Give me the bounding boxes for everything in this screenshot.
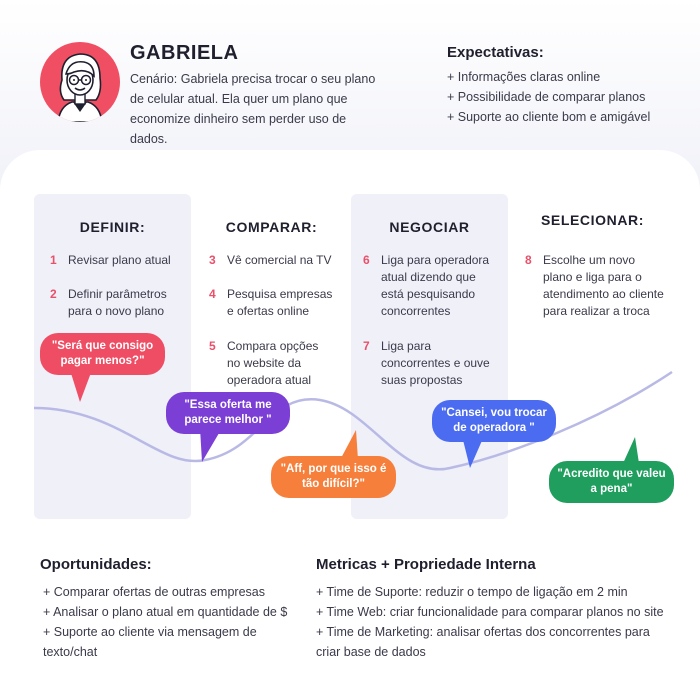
step-number: 7 xyxy=(363,339,370,353)
opportunity-item: + Analisar o plano atual em quantidade d… xyxy=(43,605,288,619)
opportunities-title: Oportunidades: xyxy=(40,556,152,573)
step-text: Compara opções no website da operadora a… xyxy=(227,339,319,387)
opportunity-item: + Comparar ofertas de outras empresas xyxy=(43,585,265,599)
step-text: Vê comercial na TV xyxy=(227,253,332,267)
stage-title-selecionar: SELECIONAR: xyxy=(540,212,645,228)
step-number: 3 xyxy=(209,253,216,267)
step-text: Escolhe um novo plano e liga para o aten… xyxy=(543,253,664,318)
expectation-item: + Possibilidade de comparar planos xyxy=(447,90,646,104)
persona-name: GABRIELA xyxy=(130,42,239,64)
step-number: 4 xyxy=(209,287,216,301)
stage-title-comparar: COMPARAR: xyxy=(225,219,318,235)
metric-item: + Time de Suporte: reduzir o tempo de li… xyxy=(316,585,628,599)
step-text: Liga para operadora atual dizendo que es… xyxy=(381,253,490,318)
step-text: Pesquisa empresas e ofertas online xyxy=(227,287,333,318)
stage-title-negociar: NEGOCIAR xyxy=(389,219,470,235)
step-text: Revisar plano atual xyxy=(68,253,171,267)
stage-title-definir: DEFINIR: xyxy=(79,219,146,235)
step-number: 5 xyxy=(209,339,216,353)
step-item: 4 Pesquisa empresas e ofertas online xyxy=(209,286,339,320)
metrics-title: Metricas + Propriedade Interna xyxy=(316,556,536,573)
step-item: 7 Liga para concorrentes e ouve suas pro… xyxy=(363,338,498,389)
bubble-tail xyxy=(200,428,222,462)
step-item: 1 Revisar plano atual xyxy=(50,252,180,269)
step-item: 3 Vê comercial na TV xyxy=(209,252,339,269)
expectations-list: + Informações claras online + Possibilid… xyxy=(447,67,650,127)
step-item: 8 Escolhe um novo plano e liga para o at… xyxy=(525,252,665,320)
quote-bubble: "Aff, por que isso é tão difícil?" xyxy=(271,456,396,498)
bubble-tail xyxy=(70,370,92,402)
metrics-list: + Time de Suporte: reduzir o tempo de li… xyxy=(316,582,666,662)
journey-line xyxy=(33,370,673,471)
bubble-tail xyxy=(462,436,484,468)
step-number: 1 xyxy=(50,253,57,267)
quote-bubble: "Acredito que valeu a pena" xyxy=(549,461,674,503)
persona-scenario: Cenário: Gabriela precisa trocar o seu p… xyxy=(130,72,376,146)
step-number: 8 xyxy=(525,253,532,267)
metric-item: + Time de Marketing: analisar ofertas do… xyxy=(316,625,650,659)
step-number: 2 xyxy=(50,287,57,301)
step-number: 6 xyxy=(363,253,370,267)
metric-item: + Time Web: criar funcionalidade para co… xyxy=(316,605,664,619)
avatar xyxy=(40,42,120,122)
step-text: Definir parâmetros para o novo plano xyxy=(68,287,167,318)
quote-bubble: "Essa oferta me parece melhor " xyxy=(166,392,290,434)
expectations-title: Expectativas: xyxy=(447,44,544,61)
opportunities-list: + Comparar ofertas de outras empresas + … xyxy=(43,582,293,662)
expectation-item: + Informações claras online xyxy=(447,70,601,84)
step-text: Liga para concorrentes e ouve suas propo… xyxy=(381,339,490,387)
quote-bubble: "Cansei, vou trocar de operadora " xyxy=(432,400,556,442)
quote-bubble: "Será que consigo pagar menos?" xyxy=(40,333,165,375)
expectation-item: + Suporte ao cliente bom e amigável xyxy=(447,110,651,124)
step-item: 2 Definir parâmetros para o novo plano xyxy=(50,286,180,320)
woman-avatar-icon xyxy=(40,42,120,122)
step-item: 5 Compara opções no website da operadora… xyxy=(209,338,331,389)
opportunity-item: + Suporte ao cliente via mensagem de tex… xyxy=(43,625,257,659)
step-item: 6 Liga para operadora atual dizendo que … xyxy=(363,252,498,320)
bubble-tail xyxy=(340,430,358,460)
